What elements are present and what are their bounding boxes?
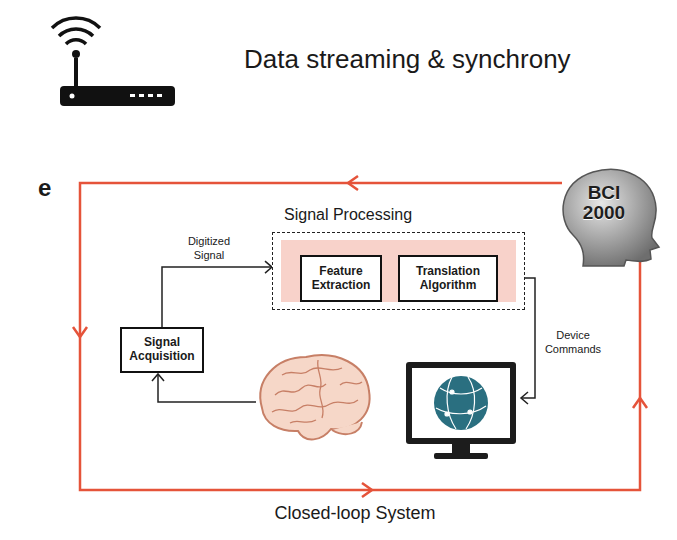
box-text: Feature Extraction (305, 265, 377, 293)
box-text: Translation Algorithm (403, 265, 493, 293)
feedback-wire (152, 374, 256, 402)
brain-illustration (260, 355, 369, 439)
closed-loop-line (73, 176, 647, 497)
connector-arrow (162, 261, 272, 327)
router-icon (52, 18, 175, 106)
head-outline (563, 169, 659, 266)
title-text: Data streaming & synchrony (244, 44, 571, 75)
arrow-head (265, 261, 272, 273)
processing-group: Signal ProcessingFeature Extraction Trans… (272, 200, 525, 310)
logo-node: BCI 2000 (553, 163, 663, 267)
logo-text: BCI 2000 (575, 183, 633, 223)
loop-caption: Closed-loop System (255, 503, 455, 524)
connector-line (162, 267, 272, 327)
connector-label: Device Commands (541, 329, 605, 357)
process-box: Signal Acquisition (120, 327, 204, 373)
process-box: Feature Extraction (300, 255, 382, 302)
panel-letter: e (38, 174, 51, 202)
monitor-illustration (406, 362, 516, 459)
process-box: Translation Algorithm (398, 255, 498, 302)
box-text: Signal Acquisition (125, 336, 199, 364)
group-heading: Signal Processing (284, 206, 412, 224)
connector-label: Digitized Signal (178, 235, 240, 263)
